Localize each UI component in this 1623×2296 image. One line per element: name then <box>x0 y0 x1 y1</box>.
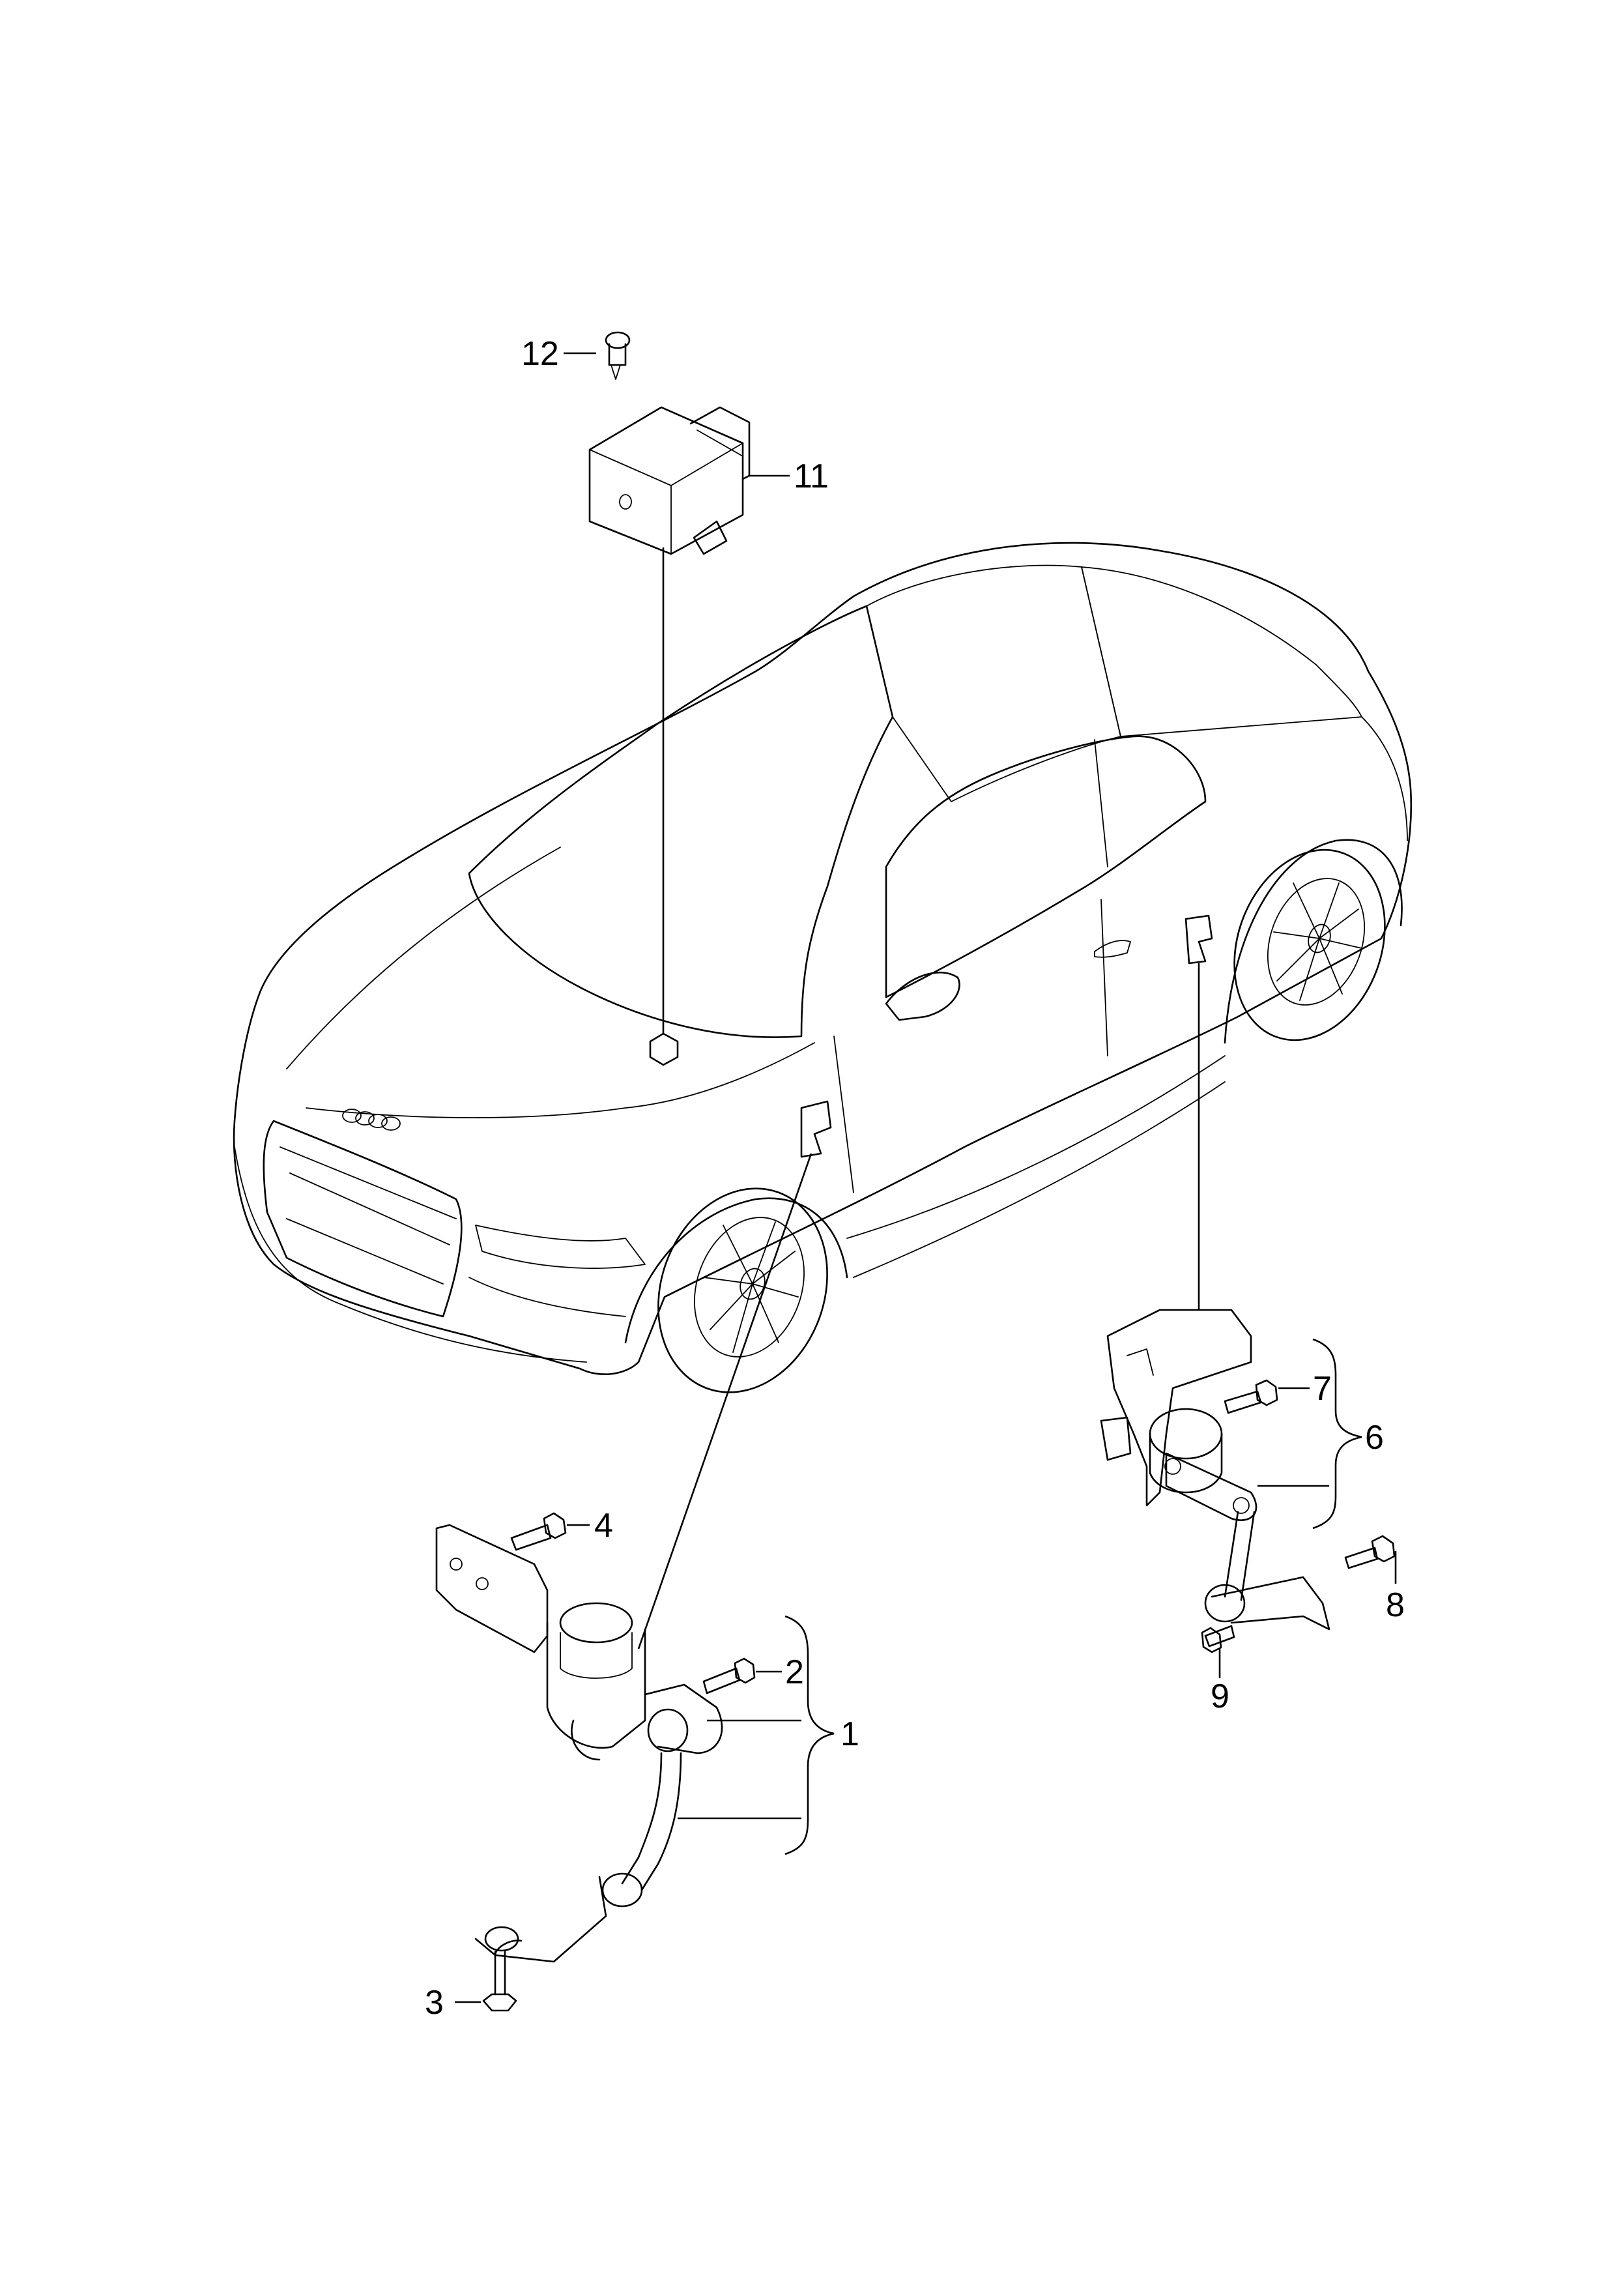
brace-6 <box>1312 1338 1362 1530</box>
rear-wheel <box>1233 849 1386 1041</box>
front-level-sensor-assembly <box>435 1153 812 2012</box>
front-wheel <box>657 1187 828 1393</box>
rear-level-sensor-assembly <box>1100 963 1396 1653</box>
front-sensor-mount-mark <box>800 1100 832 1158</box>
rivet-12 <box>605 331 631 380</box>
callout-11: 11 <box>794 458 829 495</box>
control-unit-location-hexagon <box>649 1032 679 1066</box>
control-unit-assembly <box>588 331 751 1034</box>
audi-logo <box>342 1109 401 1131</box>
callout-8: 8 <box>1386 1586 1405 1624</box>
callout-2: 2 <box>785 1653 804 1691</box>
bolt-2 <box>702 1657 756 1694</box>
callout-1: 1 <box>840 1715 859 1753</box>
bolt-4 <box>510 1512 567 1551</box>
callout-3: 3 <box>425 1984 444 2022</box>
bolt-9 <box>1201 1625 1235 1653</box>
rear-sensor-mount-mark <box>1185 914 1213 965</box>
callout-7: 7 <box>1313 1370 1332 1408</box>
brace-1 <box>784 1615 835 1855</box>
callout-4: 4 <box>594 1507 613 1545</box>
callout-6: 6 <box>1365 1419 1384 1457</box>
nut-3 <box>482 1951 517 2012</box>
car-illustration <box>233 542 1413 1393</box>
callout-9: 9 <box>1211 1678 1229 1715</box>
leader-lines <box>455 352 1397 2003</box>
callout-12: 12 <box>521 335 559 373</box>
bolt-8 <box>1344 1535 1396 1569</box>
callout-labels: 12 11 4 2 1 3 7 6 8 9 <box>425 335 1405 2022</box>
bolt-7 <box>1224 1379 1278 1414</box>
